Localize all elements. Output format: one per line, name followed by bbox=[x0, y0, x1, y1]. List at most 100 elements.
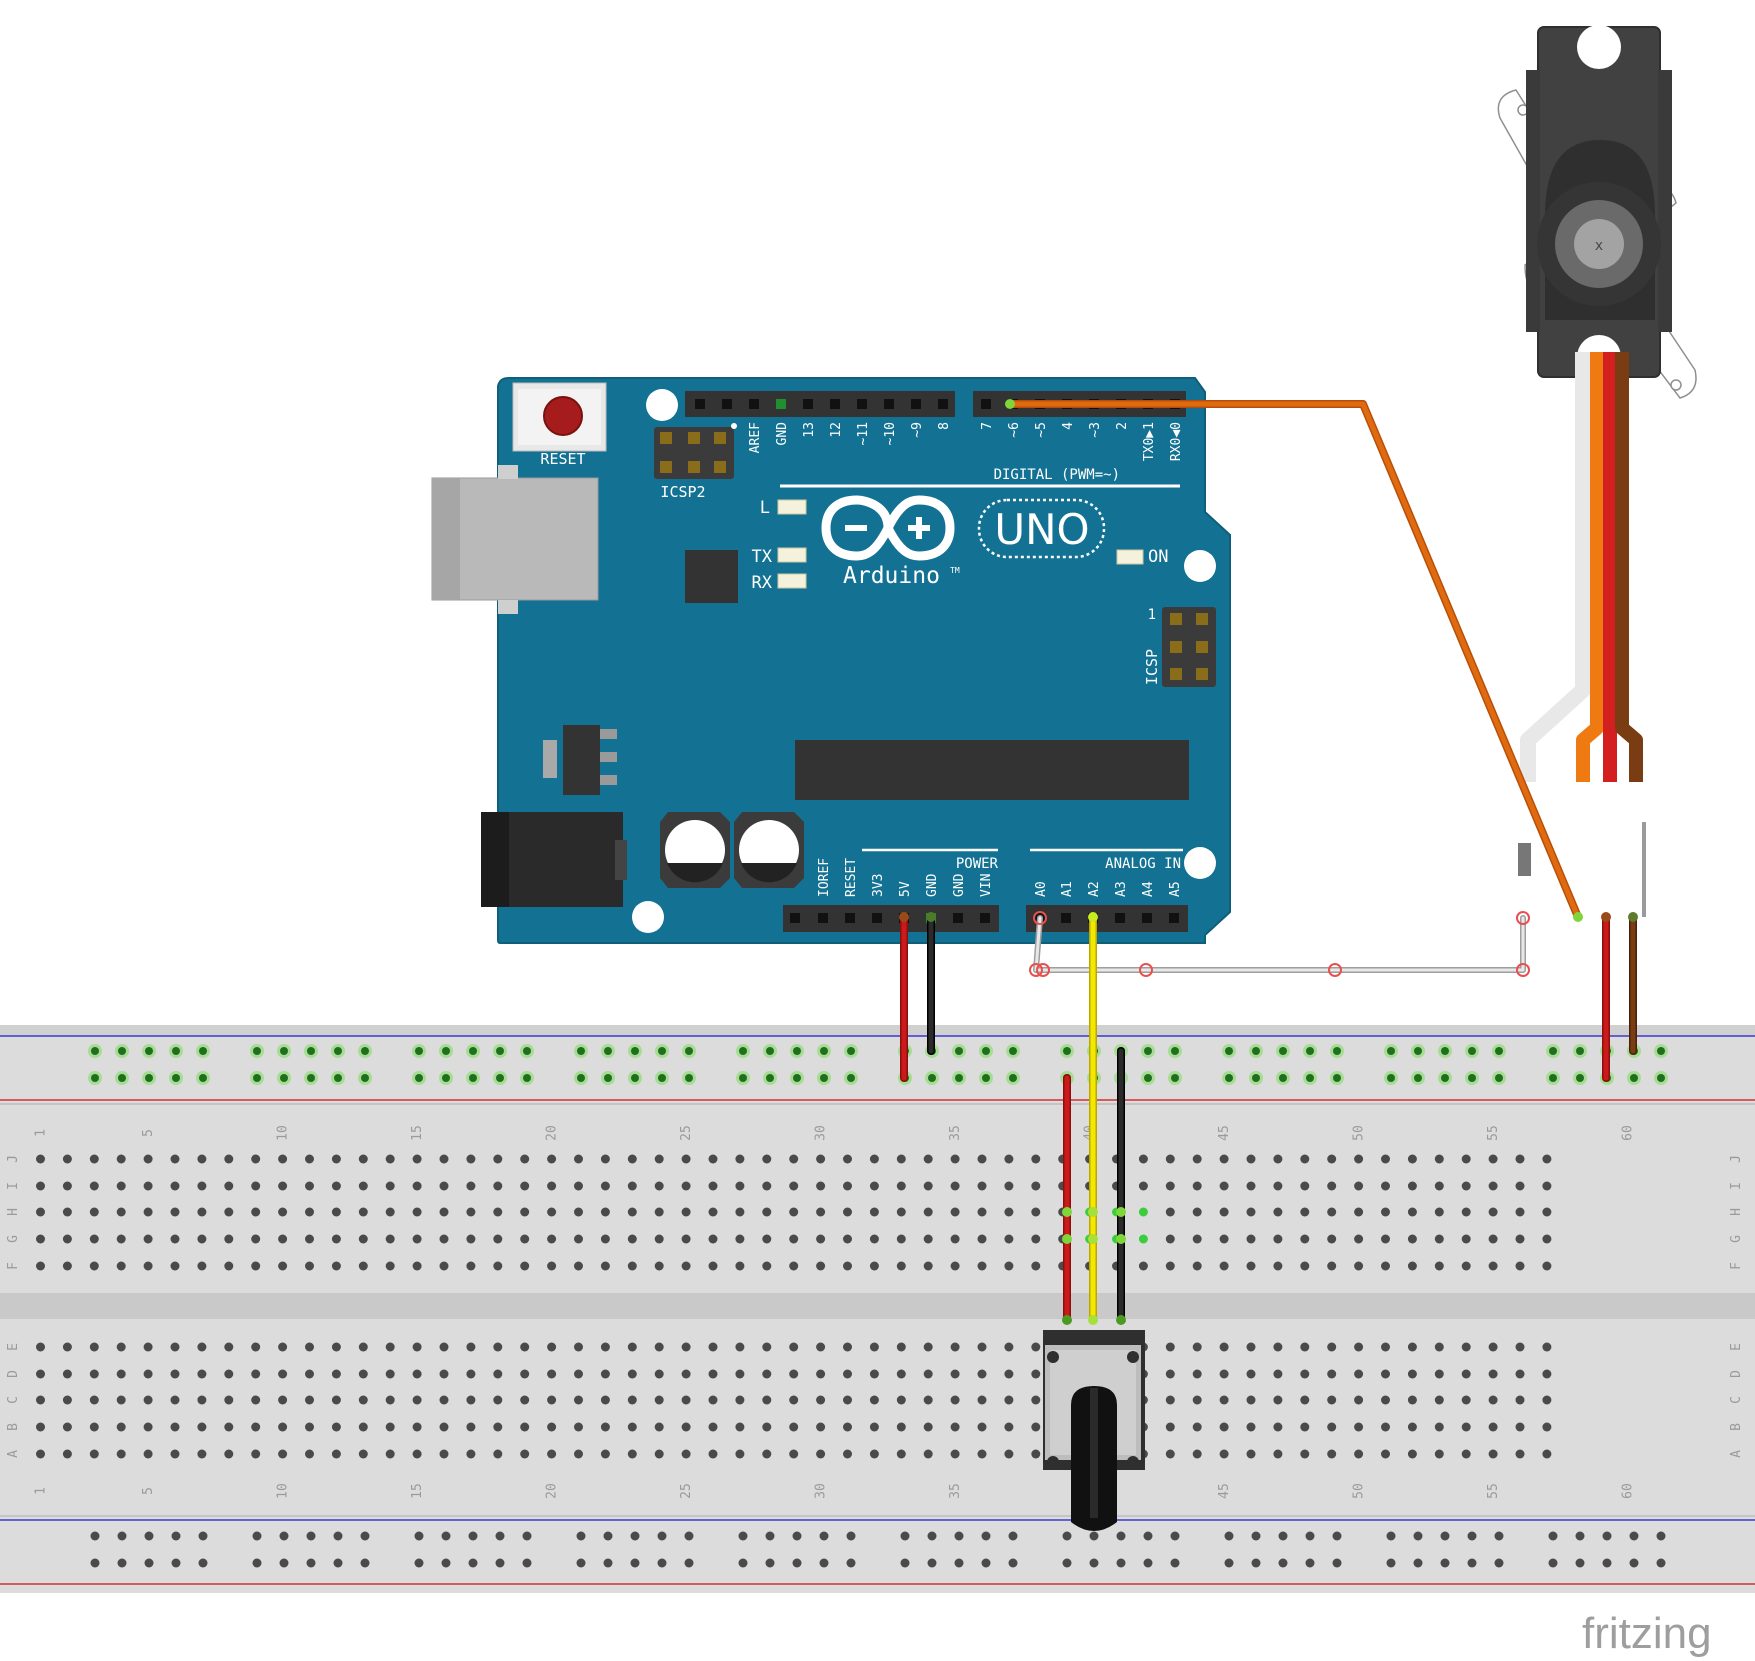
breadboard-hole[interactable] bbox=[358, 1261, 368, 1271]
header-socket[interactable] bbox=[953, 913, 963, 923]
rail-hole[interactable] bbox=[1656, 1531, 1666, 1541]
breadboard-hole[interactable] bbox=[170, 1181, 180, 1191]
breadboard-hole[interactable] bbox=[1461, 1261, 1471, 1271]
rail-hole[interactable] bbox=[1171, 1074, 1179, 1082]
rail-hole[interactable] bbox=[846, 1558, 856, 1568]
breadboard-hole[interactable] bbox=[466, 1422, 476, 1432]
breadboard-hole[interactable] bbox=[1488, 1395, 1498, 1405]
rail-hole[interactable] bbox=[360, 1531, 370, 1541]
breadboard-hole[interactable] bbox=[654, 1369, 664, 1379]
rail-hole[interactable] bbox=[279, 1531, 289, 1541]
breadboard-hole[interactable] bbox=[869, 1369, 879, 1379]
rail-hole[interactable] bbox=[253, 1074, 261, 1082]
breadboard-hole[interactable] bbox=[278, 1261, 288, 1271]
breadboard-hole[interactable] bbox=[654, 1181, 664, 1191]
breadboard-hole[interactable] bbox=[1192, 1369, 1202, 1379]
breadboard-hole[interactable] bbox=[735, 1422, 745, 1432]
breadboard-hole[interactable] bbox=[762, 1261, 772, 1271]
breadboard-hole[interactable] bbox=[116, 1422, 126, 1432]
breadboard-hole[interactable] bbox=[251, 1369, 261, 1379]
breadboard-hole[interactable] bbox=[708, 1422, 718, 1432]
breadboard-hole[interactable] bbox=[1165, 1422, 1175, 1432]
breadboard-hole[interactable] bbox=[1004, 1369, 1014, 1379]
breadboard-hole[interactable] bbox=[762, 1369, 772, 1379]
breadboard-hole[interactable] bbox=[1434, 1154, 1444, 1164]
breadboard-hole[interactable] bbox=[1192, 1234, 1202, 1244]
rail-hole[interactable] bbox=[792, 1558, 802, 1568]
rail-hole[interactable] bbox=[1386, 1531, 1396, 1541]
rail-hole[interactable] bbox=[684, 1558, 694, 1568]
breadboard-hole[interactable] bbox=[762, 1154, 772, 1164]
breadboard-hole[interactable] bbox=[278, 1395, 288, 1405]
breadboard-hole[interactable] bbox=[789, 1369, 799, 1379]
rail-hole[interactable] bbox=[252, 1558, 262, 1568]
breadboard-hole[interactable] bbox=[385, 1154, 395, 1164]
rail-hole[interactable] bbox=[1008, 1558, 1018, 1568]
breadboard-hole[interactable] bbox=[1273, 1234, 1283, 1244]
breadboard-hole[interactable] bbox=[950, 1154, 960, 1164]
breadboard-hole[interactable] bbox=[1300, 1261, 1310, 1271]
breadboard-hole[interactable] bbox=[869, 1181, 879, 1191]
breadboard-hole[interactable] bbox=[923, 1261, 933, 1271]
header-socket[interactable] bbox=[695, 399, 705, 409]
breadboard-hole[interactable] bbox=[1273, 1422, 1283, 1432]
breadboard-hole[interactable] bbox=[1327, 1261, 1337, 1271]
rail-hole[interactable] bbox=[1279, 1047, 1287, 1055]
breadboard-hole[interactable] bbox=[170, 1207, 180, 1217]
rail-hole[interactable] bbox=[117, 1558, 127, 1568]
breadboard-hole[interactable] bbox=[305, 1181, 314, 1191]
header-socket[interactable] bbox=[1142, 913, 1152, 923]
breadboard-hole[interactable] bbox=[1381, 1234, 1390, 1244]
breadboard-hole[interactable] bbox=[789, 1342, 799, 1352]
breadboard-hole[interactable] bbox=[735, 1154, 745, 1164]
breadboard-hole[interactable] bbox=[1327, 1207, 1337, 1217]
rail-hole[interactable] bbox=[280, 1074, 288, 1082]
breadboard-hole[interactable] bbox=[762, 1422, 772, 1432]
breadboard-hole[interactable] bbox=[62, 1422, 72, 1432]
rail-hole[interactable] bbox=[469, 1074, 477, 1082]
breadboard-hole[interactable] bbox=[305, 1207, 314, 1217]
breadboard-hole[interactable] bbox=[1138, 1261, 1148, 1271]
breadboard-hole[interactable] bbox=[36, 1234, 45, 1244]
breadboard-hole[interactable] bbox=[1246, 1369, 1256, 1379]
breadboard-hole[interactable] bbox=[170, 1234, 180, 1244]
rail-hole[interactable] bbox=[307, 1047, 315, 1055]
rail-hole[interactable] bbox=[1629, 1558, 1639, 1568]
breadboard-hole[interactable] bbox=[923, 1342, 933, 1352]
header-socket[interactable] bbox=[790, 913, 800, 923]
rail-hole[interactable] bbox=[630, 1531, 640, 1541]
breadboard-hole[interactable] bbox=[547, 1342, 557, 1352]
breadboard-hole[interactable] bbox=[331, 1422, 341, 1432]
rail-hole[interactable] bbox=[657, 1531, 667, 1541]
breadboard-hole[interactable] bbox=[762, 1395, 772, 1405]
breadboard-hole[interactable] bbox=[224, 1181, 234, 1191]
breadboard-hole[interactable] bbox=[116, 1395, 126, 1405]
breadboard-hole[interactable] bbox=[466, 1181, 476, 1191]
breadboard-hole[interactable] bbox=[1381, 1369, 1390, 1379]
rail-hole[interactable] bbox=[1305, 1531, 1315, 1541]
breadboard-hole[interactable] bbox=[89, 1342, 99, 1352]
breadboard-hole[interactable] bbox=[1031, 1234, 1041, 1244]
breadboard-hole[interactable] bbox=[62, 1395, 72, 1405]
breadboard-hole[interactable] bbox=[520, 1234, 530, 1244]
breadboard-hole[interactable] bbox=[574, 1369, 583, 1379]
breadboard-hole[interactable] bbox=[1434, 1395, 1444, 1405]
breadboard-hole[interactable] bbox=[493, 1154, 503, 1164]
breadboard-hole[interactable] bbox=[735, 1234, 745, 1244]
rail-hole[interactable] bbox=[361, 1047, 369, 1055]
breadboard-hole[interactable] bbox=[1354, 1154, 1364, 1164]
breadboard-hole[interactable] bbox=[789, 1449, 799, 1459]
breadboard-hole[interactable] bbox=[681, 1154, 691, 1164]
breadboard-hole[interactable] bbox=[896, 1207, 906, 1217]
breadboard-hole[interactable] bbox=[600, 1181, 610, 1191]
breadboard-hole[interactable] bbox=[1461, 1234, 1471, 1244]
breadboard-hole[interactable] bbox=[735, 1261, 745, 1271]
breadboard-hole[interactable] bbox=[385, 1207, 395, 1217]
breadboard-hole[interactable] bbox=[1327, 1154, 1337, 1164]
breadboard-hole[interactable] bbox=[681, 1261, 691, 1271]
rail-hole[interactable] bbox=[199, 1047, 207, 1055]
breadboard-hole[interactable] bbox=[305, 1422, 314, 1432]
breadboard-hole[interactable] bbox=[358, 1395, 368, 1405]
breadboard-hole[interactable] bbox=[1407, 1342, 1417, 1352]
rail-hole[interactable] bbox=[1549, 1074, 1557, 1082]
